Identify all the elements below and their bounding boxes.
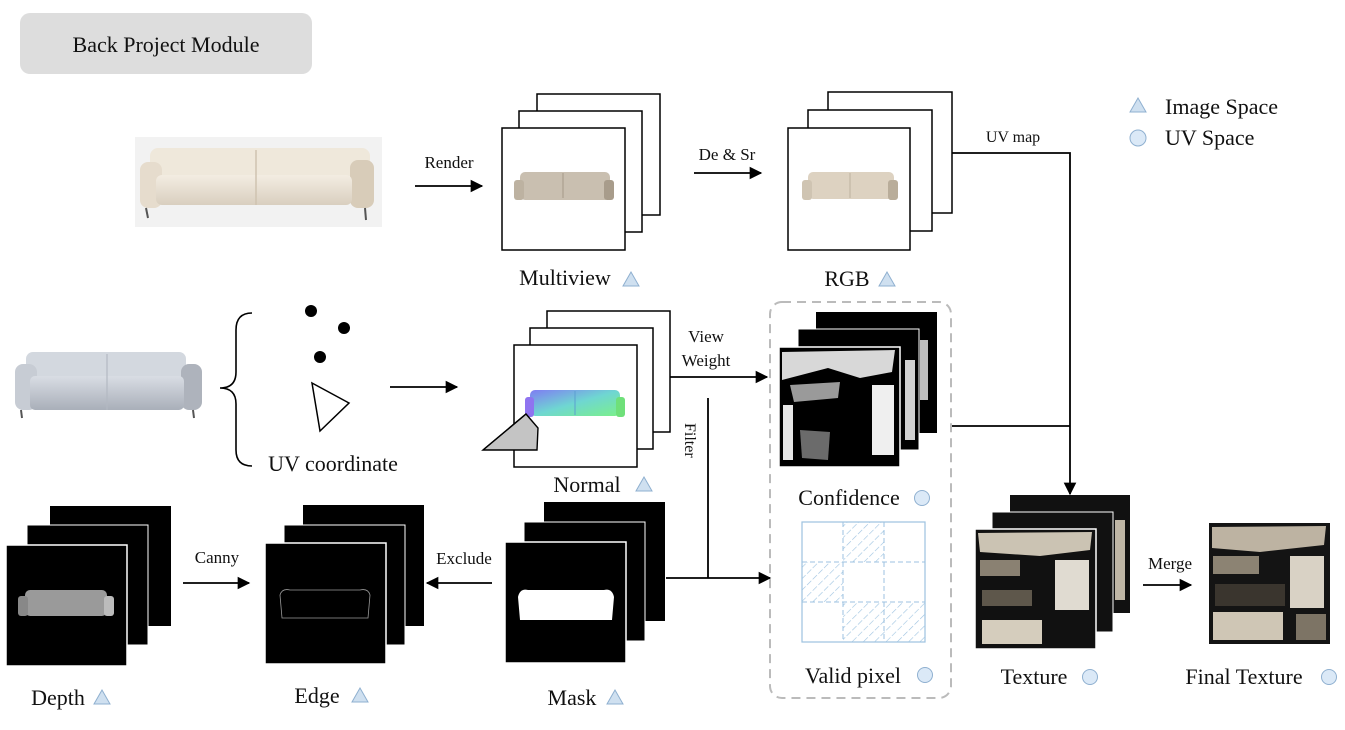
normal-label: Normal — [553, 472, 620, 497]
circle-icon — [914, 490, 930, 506]
final-texture-image — [1209, 523, 1330, 644]
mask-stack — [504, 502, 665, 664]
uv-map-arrow — [952, 152, 1077, 496]
triangle-icon — [1129, 96, 1147, 113]
triangle-icon — [93, 688, 111, 705]
normal-stack — [481, 310, 671, 468]
uv-coordinate-label: UV coordinate — [268, 451, 398, 476]
uv-map-label: UV map — [986, 129, 1040, 146]
title-box: Back Project Module — [20, 13, 312, 74]
triangle-icon — [635, 475, 653, 492]
exclude-label: Exclude — [436, 549, 492, 568]
multiview-stack — [501, 93, 661, 251]
legend-image-space: Image Space — [1165, 94, 1278, 119]
confidence-stack — [778, 312, 937, 468]
brace — [219, 312, 253, 467]
triangle-icon — [878, 270, 896, 287]
circle-icon — [1321, 669, 1337, 685]
legend-uv-space: UV Space — [1165, 125, 1254, 150]
depth-stack — [5, 506, 171, 667]
camera-icon — [481, 413, 539, 451]
render-label: Render — [424, 153, 473, 172]
uv-coordinate-glyphs — [305, 305, 351, 433]
sofa-image-cream — [135, 137, 382, 227]
camera-icon — [311, 381, 351, 433]
merge-label: Merge — [1148, 554, 1192, 573]
triangle-icon — [351, 686, 369, 703]
multiview-label: Multiview — [519, 265, 611, 290]
filter-label: Filter — [681, 423, 698, 458]
texture-stack — [974, 495, 1130, 650]
rgb-label: RGB — [824, 266, 869, 291]
triangle-icon — [606, 688, 624, 705]
final-texture-label: Final Texture — [1185, 664, 1302, 689]
circle-icon — [1082, 669, 1098, 685]
circle-icon — [917, 667, 933, 683]
rgb-stack — [787, 91, 953, 251]
valid-pixel-label: Valid pixel — [805, 663, 901, 688]
depth-label: Depth — [31, 685, 85, 710]
confidence-label: Confidence — [798, 485, 899, 510]
sofa-image-grey — [15, 352, 202, 419]
uv-space-group-box — [769, 301, 952, 699]
view-label: View — [688, 327, 725, 346]
weight-label: Weight — [682, 351, 731, 370]
texture-label: Texture — [1001, 664, 1068, 689]
page-title: Back Project Module — [73, 32, 260, 57]
valid-pixel-grid — [801, 521, 926, 643]
canny-label: Canny — [195, 548, 240, 567]
edge-stack — [264, 505, 424, 665]
edge-label: Edge — [294, 683, 339, 708]
mask-label: Mask — [548, 685, 597, 710]
circle-icon — [1129, 129, 1147, 147]
legend: Image Space UV Space — [1129, 94, 1278, 150]
de-sr-label: De & Sr — [699, 145, 756, 164]
triangle-icon — [622, 270, 640, 287]
